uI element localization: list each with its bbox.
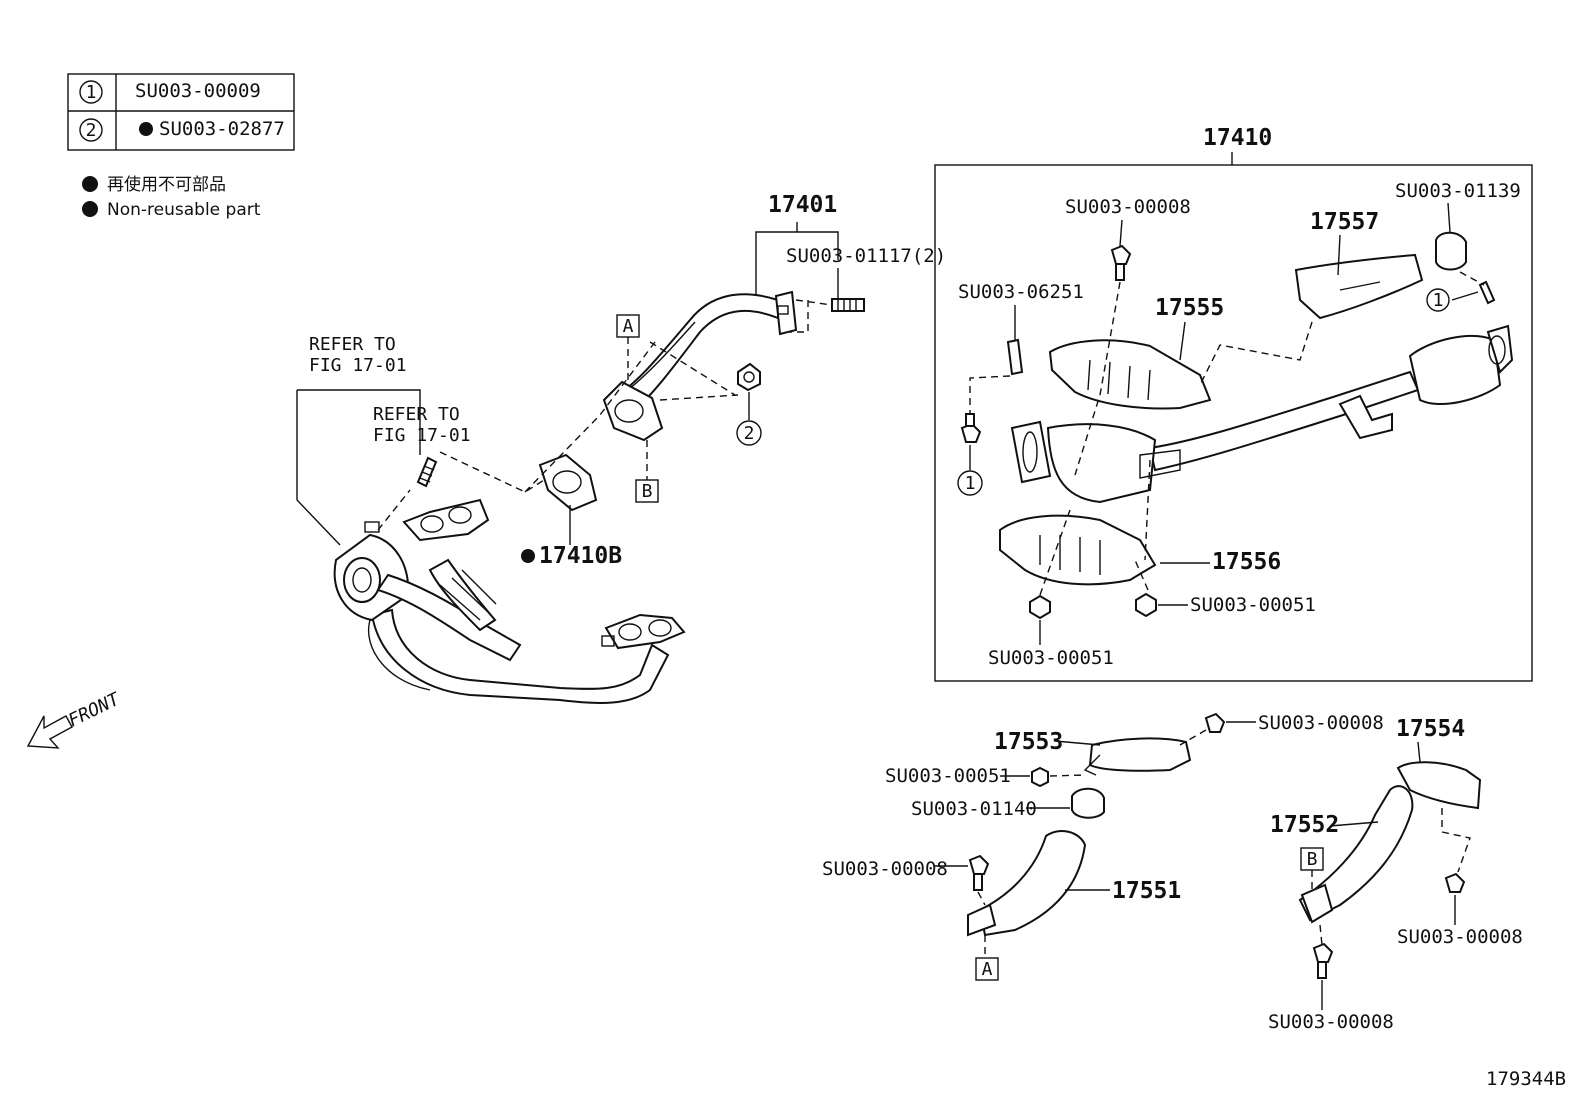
svg-text:B: B	[1307, 849, 1318, 870]
svg-text:A: A	[982, 959, 993, 980]
note-dot-jp	[82, 176, 98, 192]
part-number-box-nut-right[interactable]: SU003-00051	[1190, 594, 1316, 616]
bolt-17552[interactable]	[1312, 942, 1334, 979]
part-number-17551-bolt[interactable]: SU003-00008	[822, 858, 948, 880]
refer-callout-1: REFER TO FIG 17-01	[296, 334, 421, 546]
legend-row-2: 2 SU003-02877	[79, 118, 285, 142]
part-number-17554[interactable]: 17554	[1396, 716, 1465, 742]
legend-key-2: 2	[86, 120, 97, 141]
figure-id: 179344B	[1486, 1068, 1566, 1090]
note-en: Non-reusable part	[107, 200, 261, 220]
oxygen-sensor[interactable]	[416, 456, 438, 488]
marker-box-B-bottom: B	[1300, 847, 1324, 871]
note-jp: 再使用不可部品	[107, 174, 226, 195]
clamp-01140[interactable]	[1071, 787, 1105, 819]
marker-box-A-top: A	[616, 314, 640, 380]
svg-text:A: A	[623, 316, 634, 337]
part-number-17410[interactable]: 17410	[1203, 125, 1272, 151]
refer-2-line2: FIG 17-01	[373, 425, 471, 446]
heat-shield-17557[interactable]	[1294, 253, 1424, 320]
bolt-17553[interactable]	[1204, 712, 1226, 733]
legend-part-2[interactable]: SU003-02877	[159, 118, 285, 140]
marker-box-A-bottom: A	[975, 957, 999, 981]
front-label: FRONT	[65, 688, 124, 731]
non-reusable-dot-17410B	[521, 549, 535, 563]
front-pipe-assembly[interactable]	[333, 498, 686, 704]
gasket-17410B[interactable]	[538, 453, 598, 512]
bolt-box-left[interactable]	[960, 413, 982, 443]
key-circle-1	[79, 80, 103, 104]
part-number-box-clamp[interactable]: SU003-01139	[1395, 180, 1521, 202]
part-number-17553[interactable]: 17553	[994, 729, 1063, 755]
legend-part-1[interactable]: SU003-00009	[135, 80, 261, 102]
non-reusable-dot	[139, 122, 153, 136]
marker-circle-1-left	[957, 470, 983, 496]
svg-text:B: B	[642, 481, 653, 502]
bolt-17551[interactable]	[968, 854, 990, 891]
part-number-box-clip[interactable]: SU003-06251	[958, 281, 1084, 303]
part-number-box-nut-bottom[interactable]: SU003-00051	[988, 647, 1114, 669]
part-number-17556[interactable]: 17556	[1212, 549, 1281, 575]
legend-table: 1 SU003-00009 2 SU003-02877	[67, 73, 295, 151]
part-number-17410B[interactable]: 17410B	[539, 543, 622, 569]
part-number-17555[interactable]: 17555	[1155, 295, 1224, 321]
legend-note: 再使用不可部品 Non-reusable part	[82, 174, 261, 220]
front-arrow: FRONT	[26, 688, 124, 749]
bolt-box-top[interactable]	[1110, 244, 1132, 281]
part-number-17553-clamp[interactable]: SU003-01140	[911, 798, 1037, 820]
stud-bolt[interactable]	[831, 298, 865, 312]
rear-pipe-converter[interactable]	[1010, 324, 1514, 504]
label-17401: 17401 SU003-01117(2)	[755, 192, 946, 300]
marker-2-text: 2	[744, 423, 755, 444]
part-number-box-top-bolt[interactable]: SU003-00008	[1065, 196, 1191, 218]
legend-key-1: 1	[86, 82, 97, 103]
nut-17553[interactable]	[1031, 766, 1049, 788]
assembly-17410-box: 17410	[934, 125, 1533, 682]
pipe-cover-17551[interactable]	[967, 830, 1087, 937]
svg-text:1: 1	[965, 473, 976, 494]
part-number-stud[interactable]: SU003-01117(2)	[786, 245, 946, 267]
part-number-17401[interactable]: 17401	[768, 192, 837, 218]
part-number-17552-bolt[interactable]: SU003-00008	[1268, 1011, 1394, 1033]
part-number-17553-nut[interactable]: SU003-00051	[885, 765, 1011, 787]
pipe-cover-17554[interactable]	[1396, 761, 1482, 810]
refer-callout-2: REFER TO FIG 17-01	[373, 404, 471, 446]
key-circle-2	[79, 118, 103, 142]
bolt-17554[interactable]	[1444, 872, 1466, 893]
part-number-17554-bolt[interactable]: SU003-00008	[1397, 926, 1523, 948]
refer-1-line1: REFER TO	[309, 334, 396, 355]
part-number-17553-bolt[interactable]: SU003-00008	[1258, 712, 1384, 734]
nut-2[interactable]	[737, 362, 761, 392]
refer-2-line1: REFER TO	[373, 404, 460, 425]
clamp-01139[interactable]	[1435, 231, 1496, 305]
clip-06251[interactable]	[1006, 338, 1024, 376]
pipe-cover-17552[interactable]	[1298, 785, 1414, 924]
note-dot-en	[82, 201, 98, 217]
refer-1-line2: FIG 17-01	[309, 355, 407, 376]
heat-shield-17555[interactable]	[1048, 339, 1212, 410]
nut-box-right[interactable]	[1135, 592, 1157, 618]
heat-shield-17553[interactable]	[1083, 737, 1192, 776]
svg-text:1: 1	[1433, 290, 1444, 311]
arrow-icon	[26, 715, 73, 749]
legend-row-1: 1 SU003-00009	[79, 80, 261, 104]
marker-circle-1-right	[1426, 288, 1450, 312]
pipe-17401[interactable]	[602, 290, 798, 442]
marker-circle-2	[736, 420, 762, 446]
part-number-17557[interactable]: 17557	[1310, 209, 1379, 235]
nut-box-bottom[interactable]	[1029, 594, 1051, 620]
heat-shield-17556[interactable]	[999, 514, 1157, 586]
part-number-17552[interactable]: 17552	[1270, 812, 1339, 838]
part-number-17551[interactable]: 17551	[1112, 878, 1181, 904]
marker-box-B-top: B	[635, 440, 659, 503]
